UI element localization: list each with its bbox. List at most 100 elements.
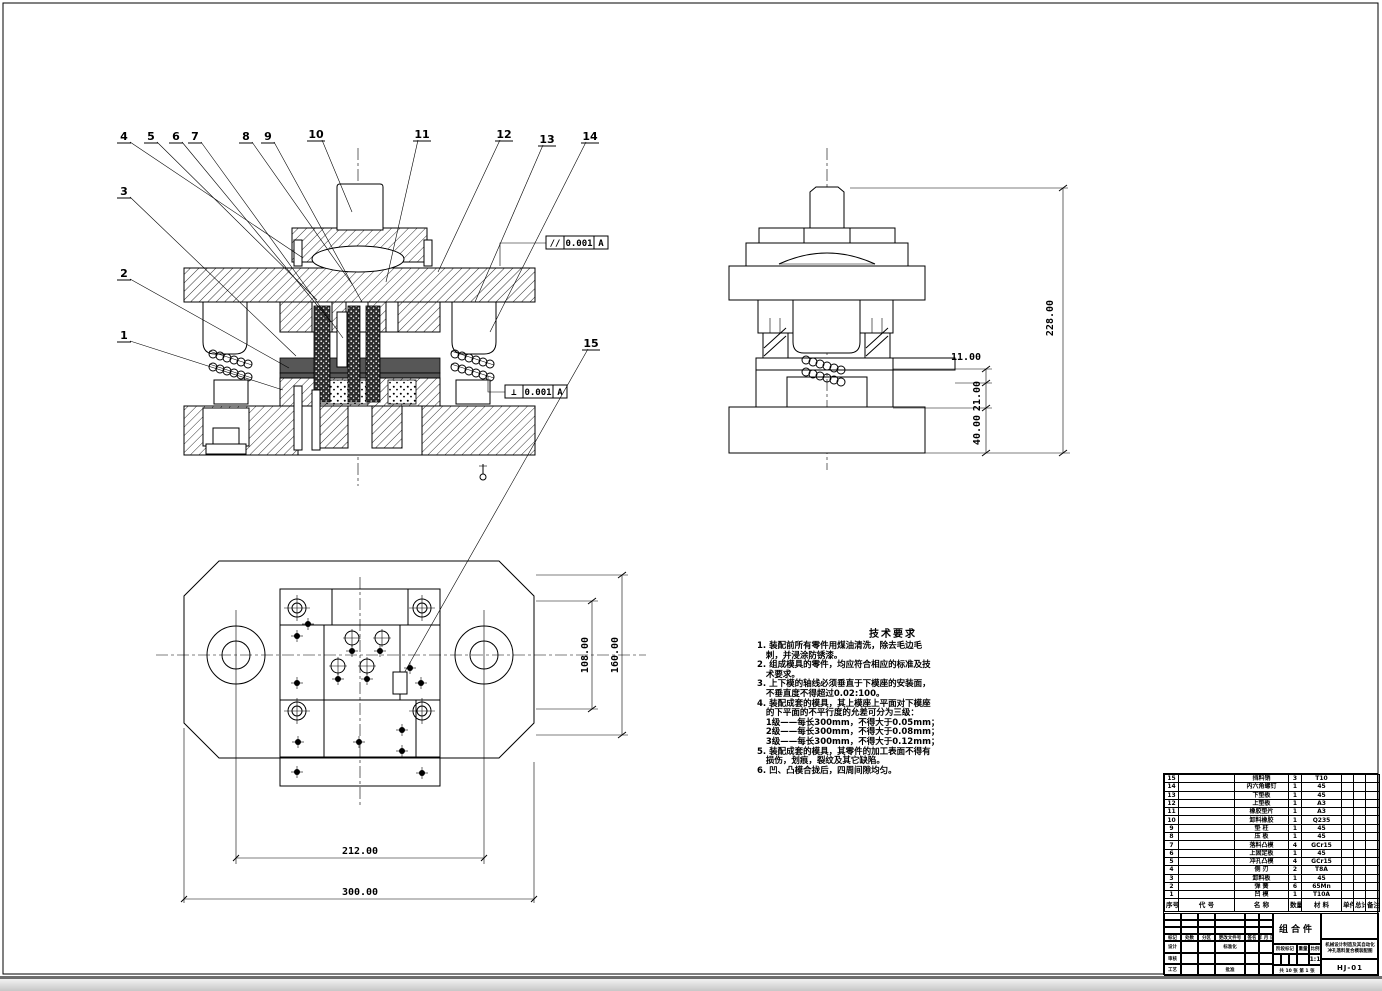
label-mark: 标记 [1164,934,1181,941]
svg-text:14: 14 [582,130,598,143]
parallelism-symbol: // [550,239,561,249]
perpendicularity-symbol: ⊥ [511,388,517,398]
label-change-doc: 更改文件号 [1215,934,1245,941]
dim-21: 21.00 [972,381,983,411]
part-callouts: 4 5 6 7 8 9 10 11 12 13 14 3 2 1 15 [117,128,600,683]
part-title: 组合件 [1273,913,1321,944]
punch-holes [329,629,391,675]
side-coil-spring [801,355,846,387]
plan-dimensions: 108.00 160.00 212.00 300.00 [180,571,628,903]
die-shank [336,183,384,231]
plan-view: 108.00 160.00 212.00 300.00 [156,560,646,903]
perpendicularity-tolerance-frame: ⊥ 0.001 A [487,376,568,399]
svg-text:15: 15 [583,337,598,350]
scale-value: 1:1 [1309,954,1321,965]
tech-requirements-title: 技术要求 [869,629,917,640]
spring-right [450,349,495,382]
tech-requirements-body: 1. 装配前所有零件用煤油清洗，除去毛边毛 刺，并浸涂防锈漆。 2. 组成模具的… [757,641,940,776]
parallelism-tolerance-frame: // 0.001 A [499,235,609,266]
svg-text:10: 10 [308,128,324,141]
svg-text:5: 5 [147,130,155,143]
label-sign: 签名 [1245,934,1259,941]
technical-requirements: 技术要求 1. 装配前所有零件用煤油清洗，除去毛边毛 刺，并浸涂防锈漆。 2. … [757,625,1029,776]
window-bottom-bar [0,976,1382,991]
svg-text:8: 8 [242,130,250,143]
label-standardize: 标准化 [1215,941,1245,953]
svg-text:3: 3 [120,185,128,198]
blanking-punch [313,305,331,403]
die-block-plan [279,588,441,787]
side-spring-right [864,318,891,359]
sheet-info: 共 10 张 第 1 张 [1273,965,1321,976]
tapped-holes [284,595,435,724]
svg-text:12: 12 [496,128,511,141]
upper-die-plate [183,267,536,303]
label-scale: 比例 [1309,944,1321,954]
side-view: 11.00 21.00 40.00 228.00 [728,148,1070,470]
datum-a-symbol [479,464,487,481]
svg-text:4: 4 [120,130,128,143]
callout15-target-insert [392,671,408,695]
parallelism-value: 0.001 [565,239,592,249]
label-count: 处数 [1181,934,1198,941]
dim-212: 212.00 [342,846,378,857]
label-design: 设计 [1164,941,1181,953]
guide-pillar-right [451,301,497,355]
dim-11: 11.00 [951,352,981,363]
svg-text:9: 9 [264,130,272,143]
piercing-punch [347,305,361,403]
label-process: 工艺 [1164,964,1181,976]
org-line1: 机械设计制造及其自动化 [1325,943,1375,948]
parts-header-row: 序号代 号名 称数量材 料单件总计备注 [1164,898,1380,913]
label-approve: 批准 [1215,964,1245,976]
sheet-border [2,2,1379,975]
svg-text:13: 13 [539,133,554,146]
dim-300: 300.00 [342,887,378,898]
side-dimensions: 11.00 21.00 40.00 228.00 [893,184,1070,457]
svg-text:11: 11 [414,128,429,141]
svg-text:2: 2 [120,267,128,280]
perpendicularity-datum: A [557,388,563,398]
label-check: 审核 [1164,953,1181,964]
guide-pillar-left [202,301,248,355]
screw-holes [291,618,428,779]
dim-108: 108.00 [580,637,591,673]
label-date: 年 月 日 [1259,934,1273,941]
organization-box: 机械设计制造及其自动化 冲孔落料复合模装配图 [1321,939,1379,959]
title-block: 标记 处数 分区 更改文件号 签名 年 月 日 设计 审核 工艺 标准化 批准 … [1164,913,1379,976]
label-weight: 重量 [1297,944,1309,954]
svg-text:7: 7 [191,130,199,143]
front-section-view [183,148,536,486]
parallelism-datum: A [598,239,604,249]
drawing-number: HJ-01 [1321,959,1379,976]
org-line2: 冲孔落料复合模装配图 [1327,949,1373,954]
dim-40: 40.00 [972,415,983,445]
dim-228: 228.00 [1045,300,1056,336]
side-spring-left [762,318,789,359]
dim-160: 160.00 [610,637,621,673]
label-zone: 分区 [1198,934,1215,941]
svg-text:1: 1 [120,329,128,342]
side-die-shank [809,186,845,229]
lower-die-seat-outline [183,560,535,759]
perpendicularity-value: 0.001 [524,388,551,398]
